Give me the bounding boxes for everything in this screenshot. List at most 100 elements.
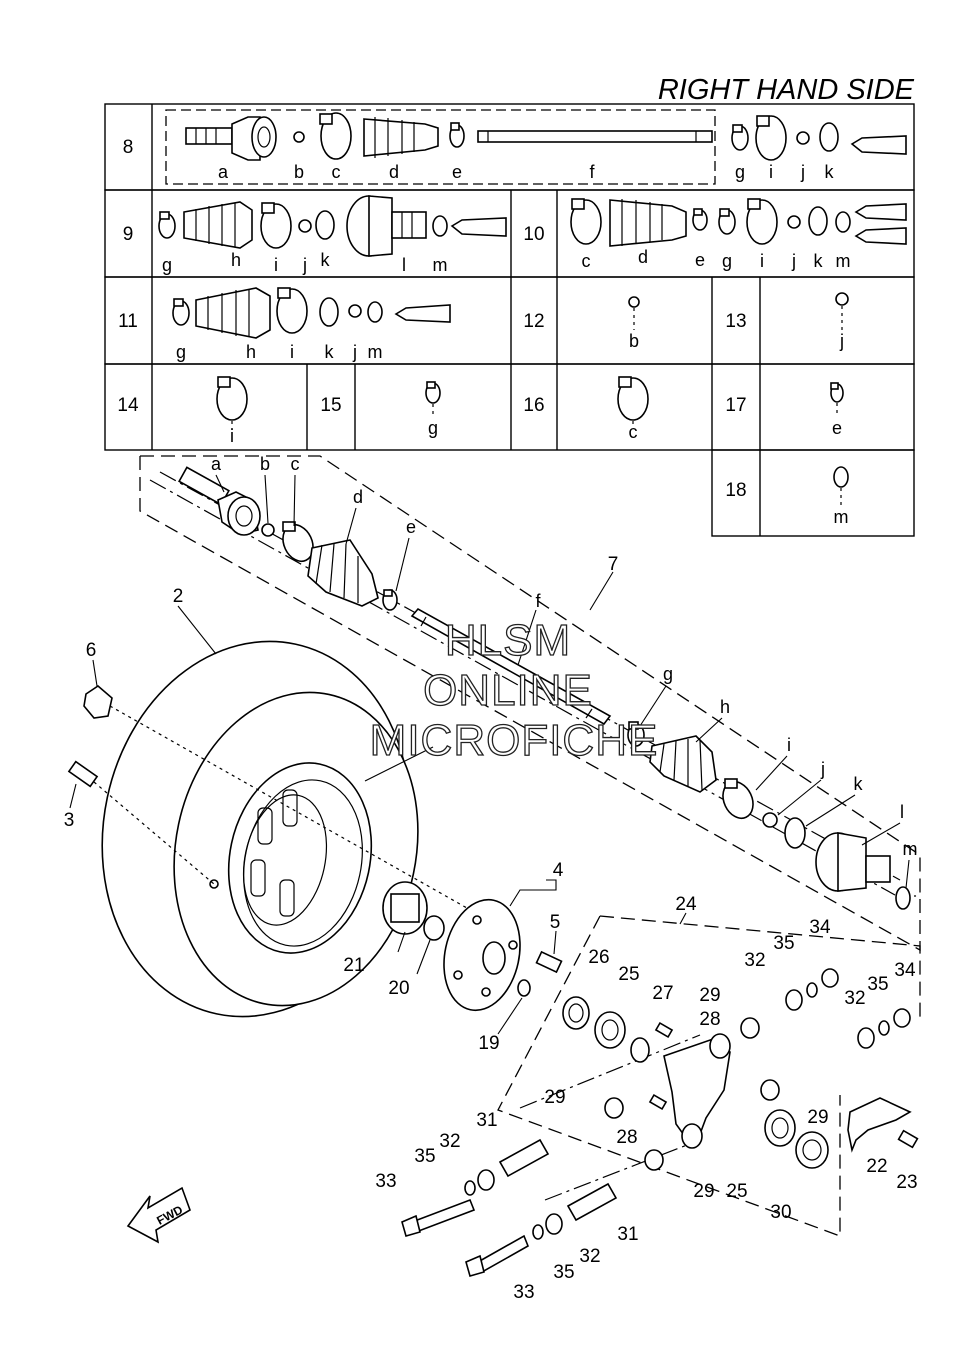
callout: 23 xyxy=(896,1172,917,1193)
kit-row-number: 14 xyxy=(117,395,139,416)
kit-letter: d xyxy=(389,162,399,182)
callout: 31 xyxy=(476,1110,497,1131)
kit-letter: i xyxy=(290,342,294,362)
callout: 29 xyxy=(544,1087,565,1108)
kit-row-11-parts xyxy=(172,287,451,339)
kit-row-9-letters: g h i j k l m xyxy=(162,250,448,275)
kit-row-number: 16 xyxy=(523,395,544,416)
shaft-letter: e xyxy=(406,517,416,537)
kit-row-8-parts xyxy=(185,112,907,161)
kit-letter: b xyxy=(294,162,304,182)
kit-letter: m xyxy=(368,342,383,362)
watermark: HLSM ONLINE MICROFICHE xyxy=(369,615,658,765)
callout: 33 xyxy=(375,1171,396,1192)
callout: 21 xyxy=(343,955,364,976)
kit-row-number: 12 xyxy=(523,311,544,332)
kit-row-11-letters: g h i k j m xyxy=(176,342,383,362)
kit-letter: b xyxy=(629,331,639,351)
watermark-line: HLSM xyxy=(445,616,571,665)
kit-letter: g xyxy=(722,251,732,271)
kit-row-number: 17 xyxy=(725,395,746,416)
callout: 27 xyxy=(652,983,673,1004)
callout: 28 xyxy=(699,1009,720,1030)
kit-letter: k xyxy=(325,342,335,362)
kit-row-number: 9 xyxy=(123,224,134,245)
kit-row-number: 13 xyxy=(725,311,746,332)
kit-letter: j xyxy=(839,331,844,351)
kit-letter: c xyxy=(332,162,341,182)
kit-letter: k xyxy=(321,250,331,270)
callout: 3 xyxy=(64,810,75,831)
kit-letter: d xyxy=(638,247,648,267)
kit-letter: i xyxy=(769,162,773,182)
fwd-arrow-icon: FWD xyxy=(126,1186,191,1244)
kit-letter: j xyxy=(352,342,357,362)
kit-letter: h xyxy=(246,342,256,362)
kit-letter: g xyxy=(176,342,186,362)
kit-letter: g xyxy=(428,418,438,438)
kit-letter: f xyxy=(589,162,595,182)
kit-row-10-letters: c d e g i j k m xyxy=(582,247,851,271)
kit-letter: e xyxy=(832,418,842,438)
callout: 31 xyxy=(617,1224,638,1245)
kit-letter: k xyxy=(814,251,824,271)
kit-letter: i xyxy=(760,251,764,271)
diagram-title: RIGHT HAND SIDE xyxy=(658,74,915,106)
callout: 30 xyxy=(770,1202,791,1223)
kit-letter: m xyxy=(433,255,448,275)
callout: 6 xyxy=(86,640,97,661)
callout: 35 xyxy=(867,974,888,995)
kit-row-number: 15 xyxy=(320,395,341,416)
shaft-letter: c xyxy=(291,454,300,474)
wheel-assembly xyxy=(67,605,475,1018)
kit-letter: i xyxy=(274,255,278,275)
kit-letter: e xyxy=(695,250,705,270)
callout: 34 xyxy=(809,917,831,938)
shaft-letter: g xyxy=(663,664,673,684)
kit-letter: c xyxy=(582,251,591,271)
kit-row-number: 10 xyxy=(523,224,544,245)
kit-letter: m xyxy=(834,507,849,527)
shaft-letter: i xyxy=(787,735,791,755)
kit-row-number: 18 xyxy=(725,480,746,501)
callout: 26 xyxy=(588,947,609,968)
arm-group xyxy=(401,915,921,1277)
watermark-line: ONLINE xyxy=(423,666,593,715)
callout: 24 xyxy=(675,894,697,915)
driveshaft-group xyxy=(139,455,921,952)
callout: 32 xyxy=(439,1131,460,1152)
kit-letter: l xyxy=(402,255,406,275)
kit-letter: g xyxy=(735,162,745,182)
kit-letter: e xyxy=(452,162,462,182)
kit-letter: i xyxy=(230,426,234,446)
callout: 29 xyxy=(693,1181,714,1202)
callout: 5 xyxy=(550,912,561,933)
shaft-letter: a xyxy=(211,454,222,474)
kit-row-10-parts xyxy=(570,198,907,247)
shaft-letter: f xyxy=(535,591,541,611)
callout: 25 xyxy=(618,964,639,985)
kit-letter: j xyxy=(800,162,805,182)
callout: 20 xyxy=(388,978,409,999)
callout: 34 xyxy=(894,960,916,981)
callout: 22 xyxy=(866,1156,887,1177)
kit-letter: h xyxy=(231,250,241,270)
kit-letter: c xyxy=(629,422,638,442)
shaft-letter: k xyxy=(854,774,864,794)
callout: 28 xyxy=(616,1127,637,1148)
kit-row-8-letters: a b c d e f g i j k xyxy=(218,162,835,182)
hub-assembly xyxy=(382,879,563,1035)
callout: 35 xyxy=(773,933,794,954)
shaft-letter: l xyxy=(900,802,904,822)
kit-row-number: 11 xyxy=(118,311,138,332)
callout: 33 xyxy=(513,1282,534,1303)
callout: 32 xyxy=(579,1246,600,1267)
kit-table: 8 9 10 11 12 13 14 15 16 17 18 xyxy=(104,103,915,537)
callout: 2 xyxy=(173,586,184,607)
kit-letter: j xyxy=(302,255,307,275)
shaft-letter: h xyxy=(720,697,730,717)
callout-numbers: 2 3 4 5 6 7 19 20 21 22 23 24 25 25 26 2… xyxy=(64,554,918,1303)
callout: 7 xyxy=(608,554,619,575)
shaft-letter: d xyxy=(353,487,363,507)
